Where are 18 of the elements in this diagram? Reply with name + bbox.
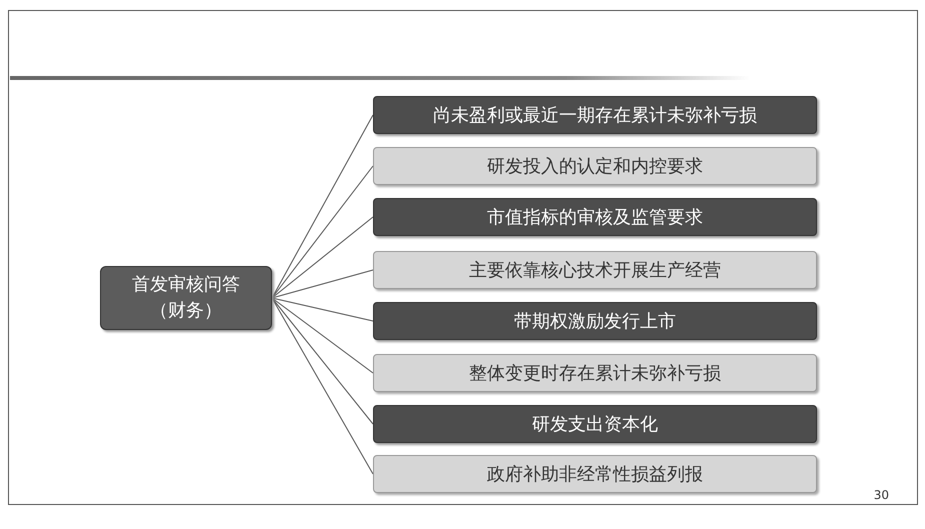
- item-box: 市值指标的审核及监管要求: [373, 198, 817, 236]
- connector-line: [272, 270, 374, 298]
- item-box: 带期权激励发行上市: [373, 302, 817, 340]
- item-box: 主要依靠核心技术开展生产经营: [373, 251, 817, 289]
- item-box: 政府补助非经常性损益列报: [373, 455, 817, 493]
- connector-line: [272, 216, 374, 298]
- topic-box: 首发审核问答（财务）: [100, 266, 272, 330]
- connector-line: [272, 166, 374, 298]
- item-box: 研发支出资本化: [373, 405, 817, 443]
- connector-line: [272, 114, 374, 298]
- item-box: 尚未盈利或最近一期存在累计未弥补亏损: [373, 96, 817, 134]
- item-box: 研发投入的认定和内控要求: [373, 147, 817, 185]
- page-number: 30: [874, 488, 889, 502]
- item-box: 整体变更时存在累计未弥补亏损: [373, 354, 817, 392]
- connector-line: [272, 298, 374, 374]
- connector-line: [272, 298, 374, 474]
- connector-line: [272, 298, 374, 322]
- connector-line: [272, 298, 374, 424]
